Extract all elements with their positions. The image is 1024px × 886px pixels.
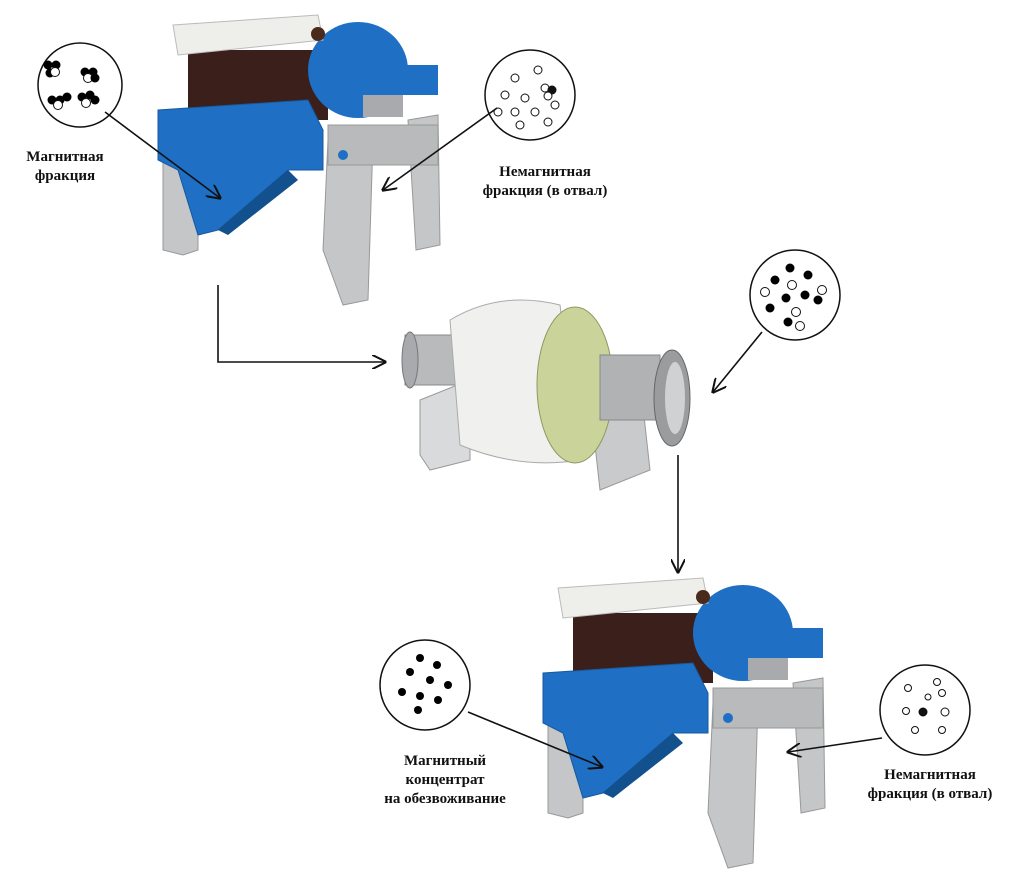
label-magnetic-concentrate: Магнитный концентрат на обезвоживание [365, 752, 525, 809]
arrow-feed-to-drum [713, 331, 763, 392]
particles-circle-nonmagnetic [484, 49, 576, 141]
label-line: фракция [34, 168, 96, 184]
label-line: фракция (в отвал) [867, 786, 993, 802]
label-line: Магнитный [403, 753, 487, 769]
magnetic-drum-machine [401, 299, 691, 491]
arrow-to-nonmagnetic-bottom [788, 737, 883, 752]
separator-machine-bottom [542, 577, 826, 869]
arrow-to-concentrate [467, 711, 602, 767]
particles-circle-concentrate [379, 639, 471, 731]
separator-machine-top [157, 14, 441, 306]
label-line: концентрат [405, 772, 485, 788]
label-line: на обезвоживание [384, 791, 506, 807]
label-line: Магнитная [26, 149, 104, 165]
particles-circle-mixed [37, 42, 123, 128]
arrow-to-magnetic-fraction [104, 111, 220, 198]
label-nonmagnetic-fraction-bottom: Немагнитная фракция (в отвал) [840, 766, 1020, 804]
particles-circle-tailings [879, 664, 971, 756]
arrow-to-nonmagnetic-top [383, 107, 498, 190]
particles-circle-feed [749, 249, 841, 341]
label-line: Немагнитная [499, 164, 591, 180]
arrow-to-drum [217, 285, 385, 362]
label-line: Немагнитная [884, 767, 976, 783]
label-line: фракция (в отвал) [482, 183, 608, 199]
label-magnetic-fraction: Магнитная фракция [10, 148, 120, 186]
label-nonmagnetic-fraction-top: Немагнитная фракция (в отвал) [455, 163, 635, 201]
